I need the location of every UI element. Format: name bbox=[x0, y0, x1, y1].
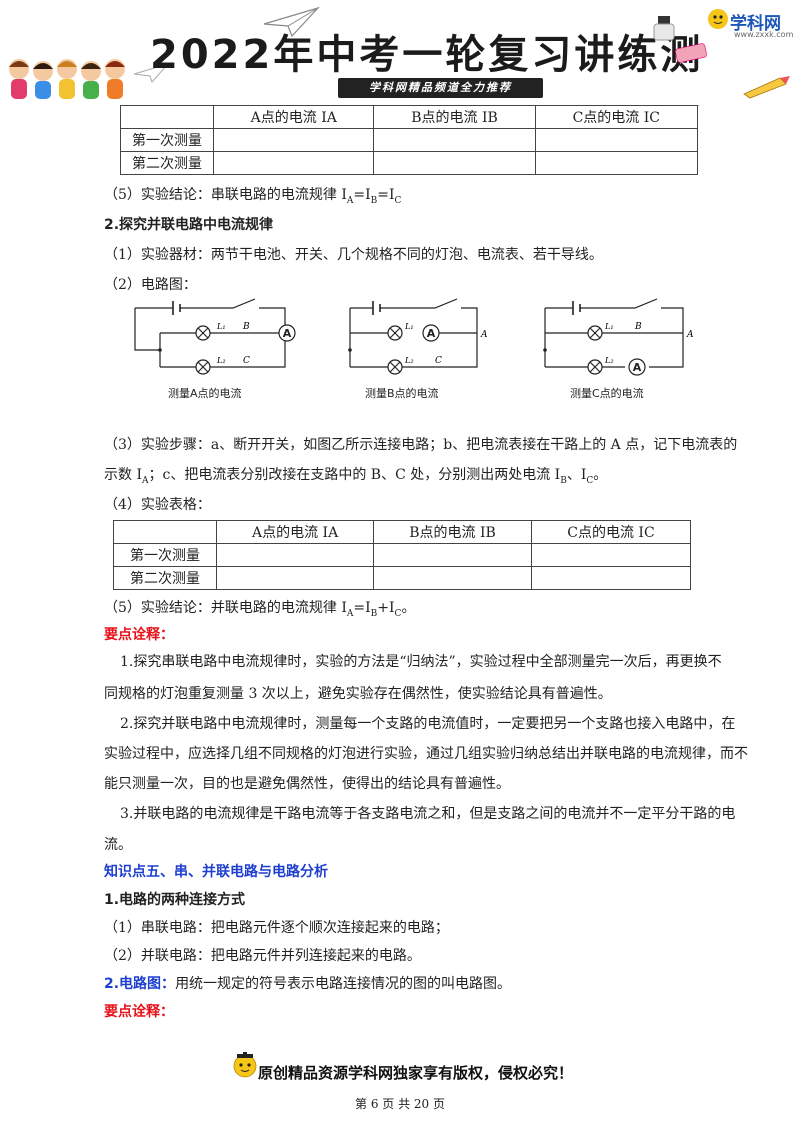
note-paragraph-1-cont: 同规格的灯泡重复测量 3 次以上，避免实验存在偶然性，使实验结论具有普遍性。 bbox=[104, 686, 612, 702]
diagram-caption: 测量A点的电流 bbox=[168, 387, 242, 400]
sub-heading: 1.电路的两种连接方式 bbox=[104, 892, 246, 908]
table-cell bbox=[534, 151, 699, 175]
table-cell bbox=[120, 105, 214, 129]
ink-bottle-icon bbox=[653, 16, 675, 41]
note-paragraph-1: 1.探究串联电路中电流规律时，实验的方法是“归纳法”，实验过程中全部测量完一次后… bbox=[120, 654, 722, 670]
section-heading: 2.探究并联电路中电流规律 bbox=[104, 217, 274, 233]
table-label: （4）实验表格： bbox=[104, 497, 211, 513]
paper-plane-icon bbox=[263, 6, 320, 38]
table-cell bbox=[534, 128, 699, 152]
table-cell bbox=[212, 151, 375, 175]
knowledge-point-heading: 知识点五、串、并联电路与电路分析 bbox=[104, 864, 328, 880]
diagram-caption: 测量C点的电流 bbox=[570, 387, 644, 400]
table-header-row: A点的电流 IA B点的电流 IB C点的电流 IC bbox=[113, 520, 692, 544]
logo-mascot-icon bbox=[708, 9, 728, 29]
circuit-diagram-b: L₁ A L₂ C bbox=[348, 298, 488, 375]
banner-title: 2022年中考一轮复习讲练测 bbox=[150, 32, 704, 78]
list-item: （1）串联电路：把电路元件逐个顺次连接起来的电路； bbox=[104, 920, 449, 936]
table-header-cell: C点的电流 IC bbox=[534, 105, 699, 129]
table-cell bbox=[373, 128, 536, 152]
svg-text:L₂: L₂ bbox=[216, 356, 226, 365]
table-cell bbox=[215, 566, 375, 590]
svg-text:C: C bbox=[243, 356, 250, 366]
copyright-notice: 原创精品资源学科网独家享有版权，侵权必究！ bbox=[258, 1064, 574, 1082]
logo: 学科网 bbox=[730, 14, 781, 34]
table-cell bbox=[373, 151, 536, 175]
page-number: 第 6 页 共 20 页 bbox=[355, 1097, 445, 1111]
notes-heading: 要点诠释： bbox=[104, 1004, 174, 1020]
svg-text:A: A bbox=[686, 330, 694, 340]
svg-text:L₁: L₁ bbox=[404, 322, 414, 331]
svg-text:L₁: L₁ bbox=[216, 322, 226, 331]
table-row: 第一次测量 bbox=[113, 543, 692, 567]
circuit-diagrams: A L₁ B L₂ C L₁ A L₂ C L₁ B L₂ A bbox=[134, 298, 694, 376]
note-paragraph-3: 3.并联电路的电流规律是干路电流等于各支路电流之和，但是支路之间的电流并不一定平… bbox=[120, 806, 736, 822]
notes-heading: 要点诠释： bbox=[104, 627, 174, 643]
diagram-caption: 测量B点的电流 bbox=[365, 387, 439, 400]
logo-url: www.zxxk.com bbox=[734, 30, 794, 39]
children-illustration-icon bbox=[9, 59, 125, 99]
paper-plane-small-icon bbox=[133, 63, 170, 83]
svg-text:B: B bbox=[242, 322, 250, 332]
circuit-diagram-a: L₁ B L₂ C bbox=[134, 298, 296, 375]
equipment-text: （1）实验器材：两节干电池、开关、几个规格不同的灯泡、电流表、若干导线。 bbox=[104, 247, 603, 263]
table-row-label: 第二次测量 bbox=[120, 151, 214, 175]
note-paragraph-2-cont: 实验过程中，应选择几组不同规格的灯泡进行实验，通过几组实验归纳总结出并联电路的电… bbox=[104, 746, 748, 762]
svg-text:A: A bbox=[480, 330, 488, 340]
table-row-label: 第一次测量 bbox=[113, 543, 217, 567]
svg-text:L₁: L₁ bbox=[604, 322, 614, 331]
circuit-diagram-c: L₁ B L₂ A bbox=[543, 298, 694, 376]
table-cell bbox=[530, 566, 692, 590]
banner-subtitle: 学科网精品频道全力推荐 bbox=[338, 78, 543, 98]
svg-text:L₂: L₂ bbox=[404, 356, 414, 365]
steps-line-1: （3）实验步骤：a、断开开关，如图乙所示连接电路；b、把电流表接在干路上的 A … bbox=[104, 437, 738, 453]
svg-text:B: B bbox=[634, 322, 642, 332]
table-row: 第二次测量 bbox=[113, 566, 692, 590]
table-cell bbox=[215, 543, 375, 567]
note-paragraph-2-cont: 能只测量一次，目的也是避免偶然性，使得出的结论具有普遍性。 bbox=[104, 776, 510, 792]
table-row-label: 第二次测量 bbox=[113, 566, 217, 590]
diagram-label: （2）电路图： bbox=[104, 277, 197, 293]
table-cell bbox=[373, 566, 532, 590]
table-header-row: A点的电流 IA B点的电流 IB C点的电流 IC bbox=[120, 105, 699, 129]
eraser-icon bbox=[675, 43, 707, 63]
note-paragraph-3-cont: 流。 bbox=[104, 837, 132, 853]
series-conclusion: （5）实验结论：串联电路的电流规律 IA=IB=IC bbox=[104, 187, 402, 206]
parallel-conclusion: （5）实验结论：并联电路的电流规律 IA=IB+IC。 bbox=[104, 600, 416, 619]
table-header-cell: C点的电流 IC bbox=[530, 520, 692, 544]
parallel-measurement-table: A点的电流 IA B点的电流 IB C点的电流 IC 第一次测量 第二次测量 bbox=[113, 520, 692, 590]
steps-line-2: 示数 IA；c、把电流表分别改接在支路中的 B、C 处，分别测出两处电流 IB、… bbox=[104, 467, 608, 486]
table-row: 第一次测量 bbox=[120, 128, 699, 152]
table-cell bbox=[373, 543, 532, 567]
table-header-cell: B点的电流 IB bbox=[373, 105, 536, 129]
mascot-icon bbox=[233, 1052, 257, 1078]
table-header-cell: A点的电流 IA bbox=[215, 520, 375, 544]
series-measurement-table: A点的电流 IA B点的电流 IB C点的电流 IC 第一次测量 第二次测量 bbox=[120, 105, 699, 175]
svg-text:L₂: L₂ bbox=[604, 356, 614, 365]
table-header-cell: B点的电流 IB bbox=[373, 520, 532, 544]
list-item: （2）并联电路：把电路元件并列连接起来的电路。 bbox=[104, 948, 421, 964]
table-cell bbox=[530, 543, 692, 567]
table-cell bbox=[212, 128, 375, 152]
note-paragraph-2: 2.探究并联电路中电流规律时，测量每一个支路的电流值时，一定要把另一个支路也接入… bbox=[120, 716, 736, 732]
table-row: 第二次测量 bbox=[120, 151, 699, 175]
circuit-diagram-definition: 2.电路图：用统一规定的符号表示电路连接情况的图的叫电路图。 bbox=[104, 976, 512, 992]
pencil-icon bbox=[743, 76, 790, 99]
svg-text:C: C bbox=[435, 356, 442, 366]
table-cell bbox=[113, 520, 217, 544]
table-header-cell: A点的电流 IA bbox=[212, 105, 375, 129]
table-row-label: 第一次测量 bbox=[120, 128, 214, 152]
